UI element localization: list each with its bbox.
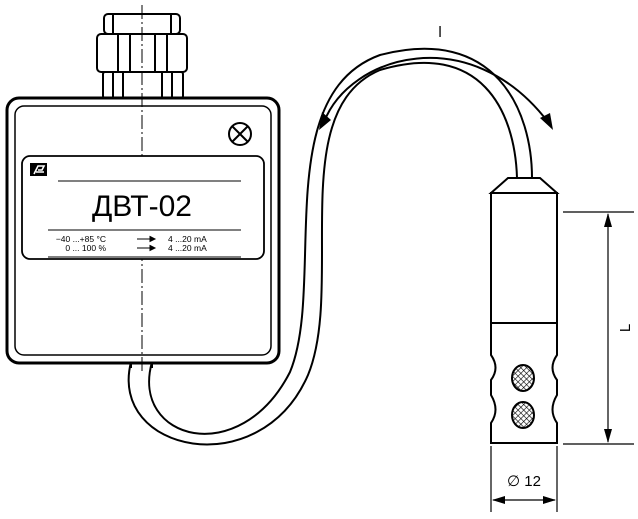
brand-logo-icon (30, 163, 47, 176)
probe-length-dimension (563, 211, 634, 445)
probe-vent-upper (511, 364, 535, 392)
cable-exit (130, 363, 153, 368)
cable-length-label: l (438, 24, 441, 41)
spec-arrow-2-icon (137, 244, 157, 252)
label-plate (21, 155, 265, 260)
spec-range-2: 0 ... 100 % (65, 243, 106, 253)
cable-length-arc (323, 57, 549, 123)
spec-output-2: 4 ...20 mA (168, 243, 207, 253)
probe-vent-lower (511, 401, 535, 429)
spec-output-1: 4 ...20 mA (168, 234, 207, 244)
cable-arc-arrowheads (319, 112, 553, 130)
probe-diameter-dimension (490, 446, 558, 512)
cross-circle-indicator-icon (228, 122, 252, 146)
model-name: ДВТ-02 (92, 190, 192, 223)
spec-arrow-1-icon (137, 235, 157, 243)
probe-diameter-label: ∅ 12 (507, 473, 541, 490)
spec-range-1: −40 ...+85 °C (56, 234, 106, 244)
probe-length-label: L (617, 324, 634, 332)
